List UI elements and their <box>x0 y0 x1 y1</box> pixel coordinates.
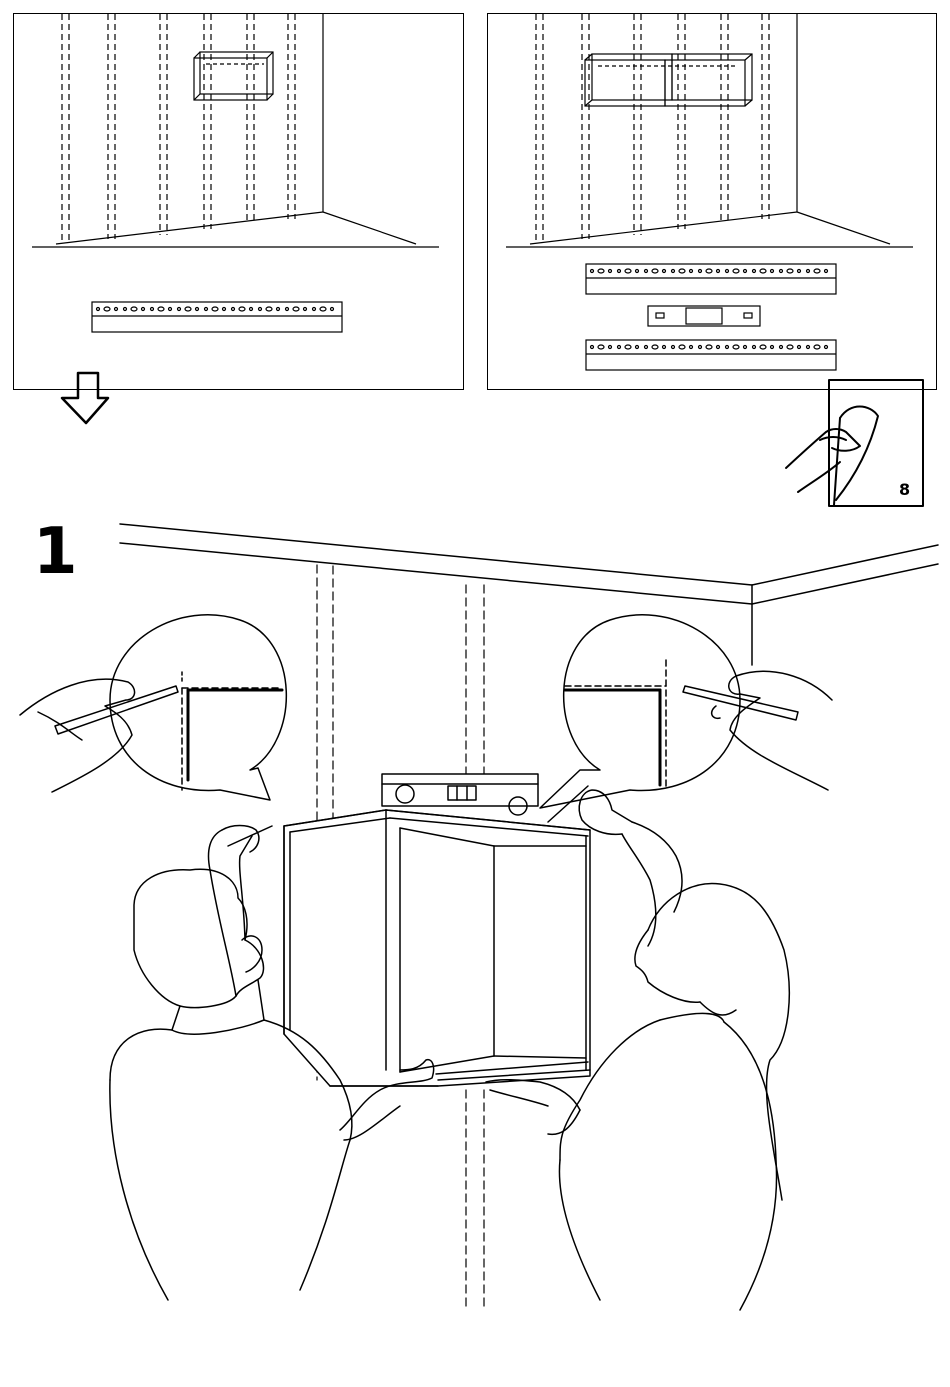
zoom-bubble-left <box>110 615 286 800</box>
step-number: 1 <box>33 520 78 584</box>
page-reference-number: 8 <box>899 480 910 499</box>
spirit-level-icon <box>382 774 538 815</box>
zoom-bubble-right <box>540 615 740 808</box>
down-arrow-icon <box>62 373 108 423</box>
wall-cabinet <box>284 810 590 1086</box>
